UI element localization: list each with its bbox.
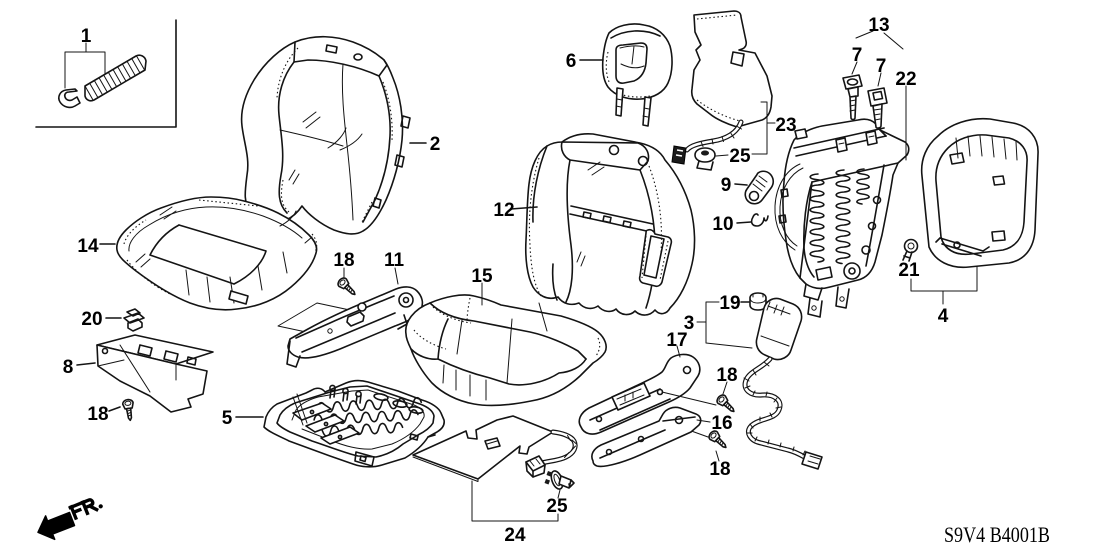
svg-text:25: 25	[546, 496, 568, 517]
svg-text:14: 14	[77, 236, 99, 257]
svg-text:8: 8	[63, 357, 74, 378]
svg-text:21: 21	[898, 260, 920, 281]
svg-text:7: 7	[876, 56, 887, 77]
svg-text:6: 6	[566, 51, 577, 72]
svg-text:18: 18	[716, 365, 737, 386]
svg-text:19: 19	[719, 293, 740, 314]
svg-text:15: 15	[471, 266, 493, 287]
svg-text:S9V4 B4001B: S9V4 B4001B	[944, 522, 1050, 547]
svg-text:1: 1	[81, 26, 92, 47]
svg-text:24: 24	[504, 525, 526, 546]
svg-text:9: 9	[721, 175, 732, 196]
svg-text:10: 10	[712, 214, 733, 235]
svg-text:18: 18	[333, 250, 354, 271]
svg-text:11: 11	[384, 250, 405, 271]
svg-text:20: 20	[81, 309, 102, 330]
svg-text:3: 3	[684, 313, 695, 334]
svg-text:16: 16	[711, 413, 732, 434]
svg-text:13: 13	[868, 15, 889, 36]
svg-text:12: 12	[493, 200, 514, 221]
svg-text:5: 5	[222, 408, 233, 429]
svg-text:7: 7	[852, 45, 863, 66]
svg-text:23: 23	[775, 115, 796, 136]
svg-text:4: 4	[938, 306, 949, 327]
svg-text:17: 17	[666, 330, 687, 351]
svg-text:18: 18	[709, 459, 730, 480]
svg-text:25: 25	[729, 146, 751, 167]
svg-text:18: 18	[87, 404, 108, 425]
svg-text:22: 22	[895, 69, 916, 90]
svg-text:2: 2	[430, 134, 441, 155]
